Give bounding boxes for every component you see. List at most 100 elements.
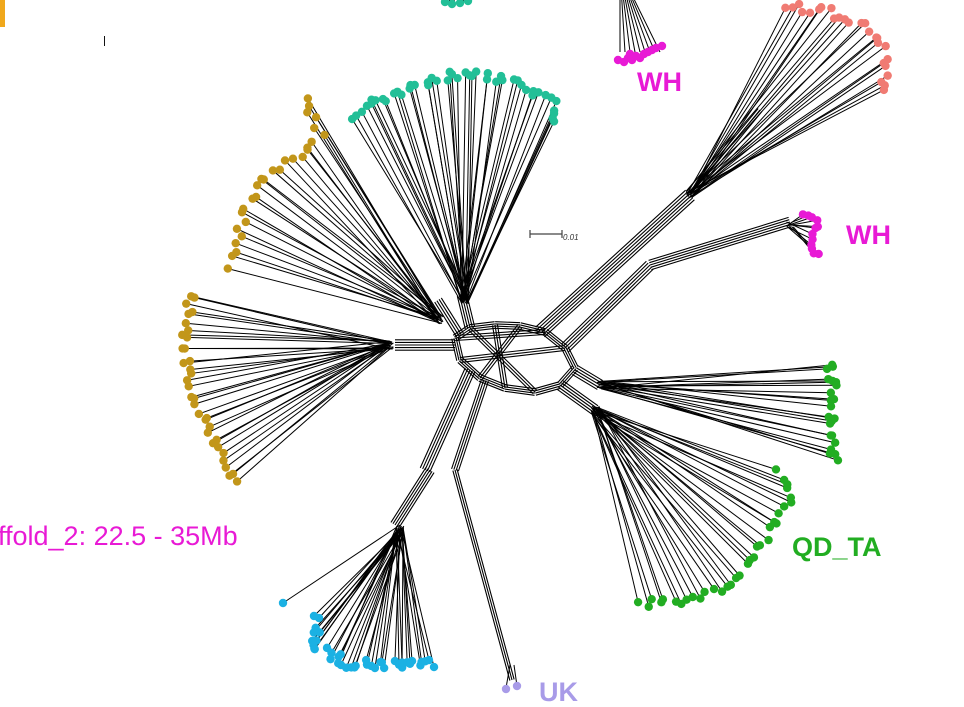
tip-node (233, 225, 241, 233)
tip-node (647, 595, 655, 603)
reticulation-edge (457, 469, 514, 679)
tip-node (303, 108, 311, 116)
tip-branch (692, 59, 888, 192)
tip-node (253, 181, 261, 189)
reticulation-edge (395, 470, 430, 525)
tip-node (310, 612, 318, 620)
tip-branch (224, 345, 387, 453)
reticulation-edge (578, 366, 603, 381)
reticulation-edge (558, 387, 593, 412)
reticulation-edge (574, 372, 599, 387)
tip-branch (598, 382, 832, 421)
reticulation-edge (566, 348, 576, 368)
tip-node (367, 662, 375, 670)
tip-node (498, 76, 506, 84)
tip-node (430, 663, 438, 671)
tip-node (351, 662, 359, 670)
tip-node (783, 484, 791, 492)
tree-branches (182, 0, 887, 688)
tip-node (185, 382, 193, 390)
tip-node (753, 542, 761, 550)
tip-node (195, 410, 203, 418)
tip-node (880, 86, 888, 94)
tip-node (795, 0, 803, 8)
tip-node (238, 208, 246, 216)
tip-node (380, 664, 388, 672)
reticulation-edge (562, 383, 597, 408)
tip-branch (689, 46, 886, 193)
tip-branch (688, 38, 877, 193)
reticulation-edge (456, 380, 486, 470)
tip-node (832, 381, 840, 389)
reticulation-edge (391, 467, 426, 522)
tip-node (883, 71, 891, 79)
reticulation-edge (455, 470, 512, 680)
group-label-wh-top: WH (637, 69, 682, 96)
reticulation-edge (495, 324, 520, 325)
reticulation-edge (460, 348, 565, 360)
tip-branch (594, 408, 750, 560)
tip-node (279, 599, 287, 607)
tip-branch (242, 212, 439, 317)
tip-branch (593, 407, 693, 597)
group-label-wh-right: WH (846, 222, 891, 249)
tip-branch (595, 407, 785, 506)
reticulation-edge (441, 298, 463, 333)
reticulation-edge (439, 299, 461, 334)
reticulation-edge (544, 200, 694, 337)
tip-node (312, 113, 320, 121)
tip-node (634, 598, 642, 606)
tip-branch (687, 23, 865, 193)
tip-branch (686, 8, 831, 192)
tip-node (178, 344, 186, 352)
tip-node (657, 598, 665, 606)
reticulation-edge (460, 346, 565, 358)
tip-node (184, 310, 192, 318)
tip-node (827, 4, 835, 12)
reticulation-edge (460, 350, 565, 362)
tip-node (242, 218, 250, 226)
tip-branch (469, 119, 553, 301)
tip-node (817, 3, 825, 11)
tip-node (310, 124, 318, 132)
tip-branch (594, 412, 649, 606)
tip-node (696, 594, 704, 602)
tip-branch (690, 4, 799, 193)
tip-node (222, 463, 230, 471)
reticulation-edge (495, 322, 520, 323)
scale-bar: 0.01 (530, 230, 579, 242)
tip-node (453, 74, 461, 82)
tip-node (228, 252, 236, 260)
tip-branch (261, 179, 438, 318)
tip-node (764, 536, 772, 544)
reticulation-edge (576, 368, 601, 383)
reticulation-edge (575, 370, 600, 385)
tip-branch (596, 410, 754, 557)
tip-node (448, 0, 456, 8)
reticulation-edge (563, 381, 598, 406)
tip-branch (218, 345, 386, 448)
tip-node (224, 264, 232, 272)
tip-branch (462, 95, 533, 296)
reticulation-edge (505, 391, 535, 395)
tip-node (397, 91, 405, 99)
reticulation-edge (399, 473, 434, 528)
tip-node (183, 333, 191, 341)
tip-branch (242, 236, 439, 318)
tip-branch (688, 43, 878, 199)
tip-node (484, 69, 492, 77)
tip-branch (264, 179, 443, 316)
tip-branch (693, 23, 862, 196)
tip-node (718, 587, 726, 595)
tip-node (219, 449, 227, 457)
tip-node (834, 456, 842, 464)
tip-branch (592, 406, 774, 522)
tip-node (182, 319, 190, 327)
tip-node (204, 428, 212, 436)
tip-node (456, 0, 464, 7)
tip-node (382, 97, 390, 105)
tip-node (190, 293, 198, 301)
reticulation-edge (560, 385, 595, 410)
tip-node (874, 39, 882, 47)
tip-node (827, 402, 835, 410)
